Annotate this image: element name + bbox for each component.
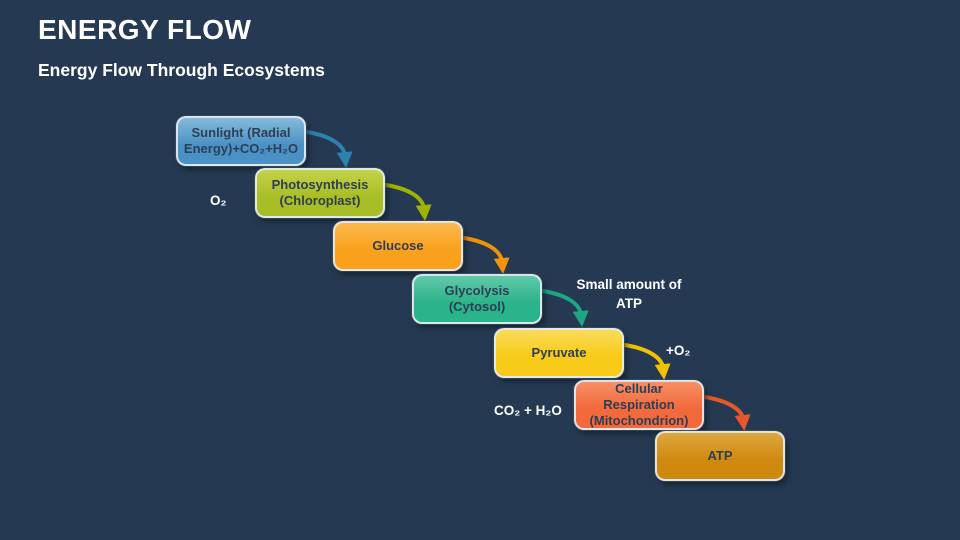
arrow-photosynthesis-to-glucose — [384, 183, 432, 221]
flow-box-atp: ATP — [655, 431, 785, 481]
label-plus-o2: +O₂ — [666, 343, 691, 358]
flow-box-sunlight: Sunlight (Radial Energy)+CO₂+H₂O — [176, 116, 306, 166]
label-o2: O₂ — [210, 193, 227, 208]
flow-box-cellular-respiration: Cellular Respiration (Mitochondrion) — [574, 380, 704, 430]
flow-box-glycolysis: Glycolysis (Cytosol) — [412, 274, 542, 324]
slide-title: ENERGY FLOW — [38, 14, 252, 45]
arrow-pyruvate-to-cellular-respiration — [623, 343, 671, 380]
flow-box-glucose: Glucose — [333, 221, 463, 271]
flow-box-pyruvate: Pyruvate — [494, 328, 624, 378]
flow-box-photosynthesis: Photosynthesis (Chloroplast) — [255, 168, 385, 218]
arrow-glucose-to-glycolysis — [462, 236, 510, 274]
label-small-amount-of-atp: Small amount of ATP — [576, 277, 682, 311]
arrow-sunlight-to-photosynthesis — [305, 130, 353, 168]
label-co2-h2o: CO₂ + H₂O — [494, 403, 562, 418]
arrow-cellular-respiration-to-atp — [703, 395, 751, 431]
slide-subtitle: Energy Flow Through Ecosystems — [38, 60, 325, 80]
